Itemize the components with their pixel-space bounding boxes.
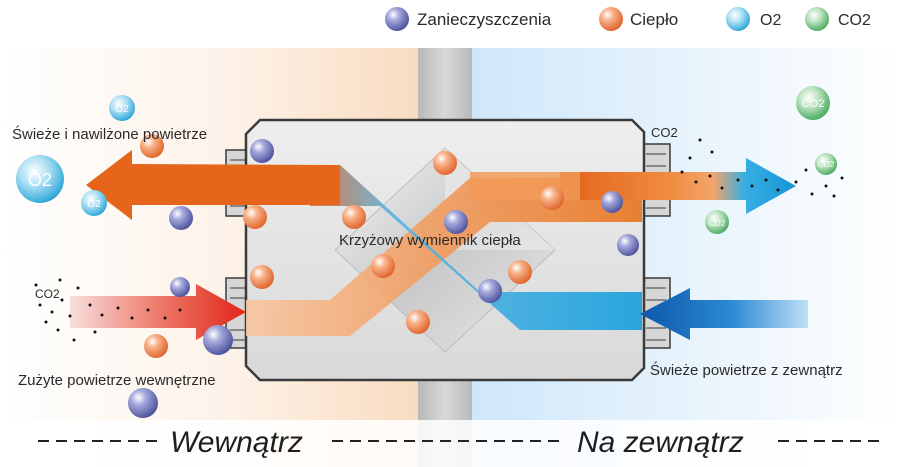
svg-text:CO2: CO2 bbox=[709, 219, 726, 228]
label-fresh-humid-air: Świeże i nawilżone powietrze bbox=[12, 125, 207, 143]
legend-co2-marker bbox=[805, 7, 829, 31]
legend-heat-label: Ciepło bbox=[630, 10, 678, 29]
svg-text:CO2: CO2 bbox=[802, 98, 825, 110]
co2-bubbles: CO2 CO2 CO2 bbox=[705, 86, 837, 234]
label-used-inside-air: Zużyte powietrze wewnętrzne bbox=[18, 372, 216, 389]
svg-text:CO2: CO2 bbox=[818, 160, 835, 169]
legend: Zanieczyszczenia Ciepło O2 CO2 bbox=[385, 7, 871, 31]
label-co2-right: CO2 bbox=[651, 125, 678, 140]
o2-bubble: O2 bbox=[109, 95, 135, 121]
legend-o2-label: O2 bbox=[760, 12, 781, 29]
heat-particles bbox=[140, 134, 564, 358]
legend-co2-label: CO2 bbox=[838, 12, 871, 29]
co2-bubble: CO2 bbox=[815, 153, 837, 175]
zone-inside: Wewnątrz bbox=[170, 426, 303, 459]
pollution-dots bbox=[34, 138, 844, 342]
svg-text:O2: O2 bbox=[28, 170, 52, 190]
legend-heat-marker bbox=[599, 7, 623, 31]
extract-air-arrow bbox=[70, 284, 246, 340]
o2-bubbles: O2 O2 O2 bbox=[16, 95, 135, 216]
used-air-stream bbox=[246, 178, 642, 336]
o2-bubble: O2 bbox=[81, 190, 107, 216]
o2-bubble: O2 bbox=[16, 155, 64, 203]
co2-bubble: CO2 bbox=[796, 86, 830, 120]
fresh-air-stream bbox=[310, 165, 642, 330]
svg-text:O2: O2 bbox=[87, 199, 101, 210]
legend-pollution-marker bbox=[385, 7, 409, 31]
intake-air-arrow bbox=[640, 288, 808, 340]
zone-outside: Na zewnątrz bbox=[577, 426, 744, 459]
legend-band bbox=[0, 0, 900, 48]
label-fresh-outside-air: Świeże powietrze z zewnątrz bbox=[650, 361, 843, 379]
svg-text:O2: O2 bbox=[115, 104, 129, 115]
pollution-particles bbox=[128, 139, 639, 418]
co2-bubble: CO2 bbox=[705, 210, 729, 234]
label-heat-exchanger: Krzyżowy wymiennik ciepła bbox=[339, 232, 521, 249]
zone-band bbox=[0, 420, 900, 467]
supply-air-arrow bbox=[86, 150, 340, 220]
label-co2-left: CO2 bbox=[35, 287, 60, 301]
legend-o2-marker bbox=[726, 7, 750, 31]
legend-pollution-label: Zanieczyszczenia bbox=[417, 10, 552, 29]
